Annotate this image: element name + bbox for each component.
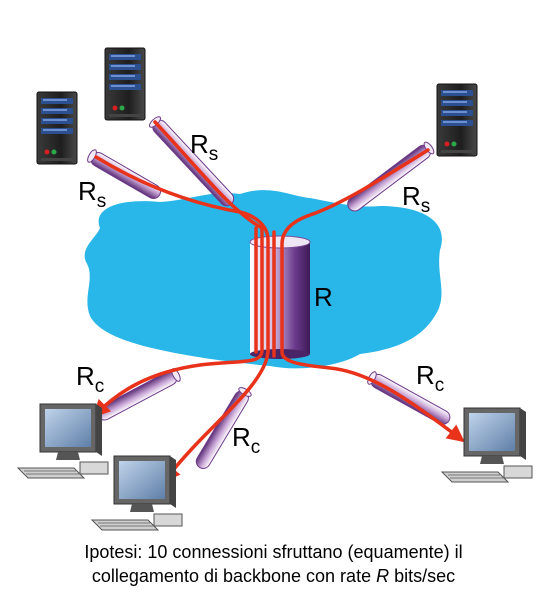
network-diagram: Rs Rs Rs R Rc Rc Rc	[17, 47, 533, 531]
client-link-label: Rc	[76, 361, 104, 397]
backbone-label: R	[314, 282, 333, 312]
caption-line-2: collegamento di backbone con rate R bits…	[91, 566, 456, 586]
client-link-label: Rc	[416, 360, 444, 396]
desktop-computer-icon	[17, 403, 109, 479]
server-icon	[36, 91, 78, 165]
client-link-label: Rc	[232, 422, 260, 458]
connection-flows	[92, 120, 465, 483]
caption-line-1: Ipotesi: 10 connessioni sfruttano (equam…	[84, 542, 463, 562]
server-icon	[104, 47, 146, 121]
server-link-label: Rs	[78, 176, 106, 212]
caption: Ipotesi: 10 connessioni sfruttano (equam…	[0, 540, 547, 588]
server-icon	[436, 83, 478, 157]
client-link-tube-1	[96, 370, 178, 421]
desktop-computer-icon	[441, 407, 533, 483]
server-link-label: Rs	[402, 181, 430, 217]
server-link-label: Rs	[190, 129, 218, 165]
backbone-link	[249, 235, 311, 359]
